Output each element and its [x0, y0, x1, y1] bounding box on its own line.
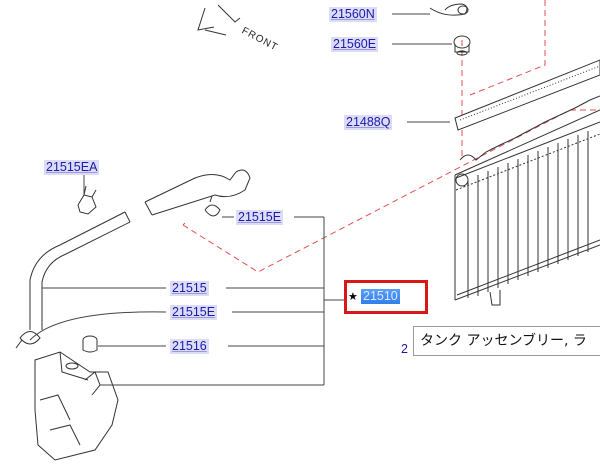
- hose-icon: [29, 169, 251, 330]
- part-label-21515EA[interactable]: 21515EA: [44, 160, 100, 175]
- part-label-21560E[interactable]: 21560E: [331, 37, 379, 52]
- part-label-21515[interactable]: 21515: [170, 281, 209, 296]
- part-label-partially-hidden[interactable]: 2: [401, 342, 408, 356]
- seal-strip-icon: [454, 59, 600, 131]
- clamp-top-icon: [429, 3, 469, 16]
- part-label-21488Q[interactable]: 21488Q: [344, 115, 393, 130]
- radiator-cap-icon: [453, 35, 471, 56]
- part-label-21515E-lower[interactable]: 21515E: [170, 305, 218, 320]
- front-arrow-icon: [197, 4, 241, 36]
- radiator-icon: [454, 95, 600, 306]
- reservoir-tank-icon: [34, 351, 119, 461]
- reservoir-cap-icon: [82, 335, 98, 353]
- clamp-icon: [15, 185, 221, 349]
- star-icon: ★: [348, 291, 358, 303]
- selected-part-highlight: [344, 280, 428, 314]
- part-label-21560N[interactable]: 21560N: [329, 7, 377, 22]
- part-label-21516[interactable]: 21516: [170, 339, 209, 354]
- part-label-21515E-upper[interactable]: 21515E: [236, 210, 284, 225]
- part-label-21510-selected[interactable]: 21510: [361, 289, 400, 304]
- part-name-tooltip: タンク アッセンブリー, ラ: [413, 326, 600, 356]
